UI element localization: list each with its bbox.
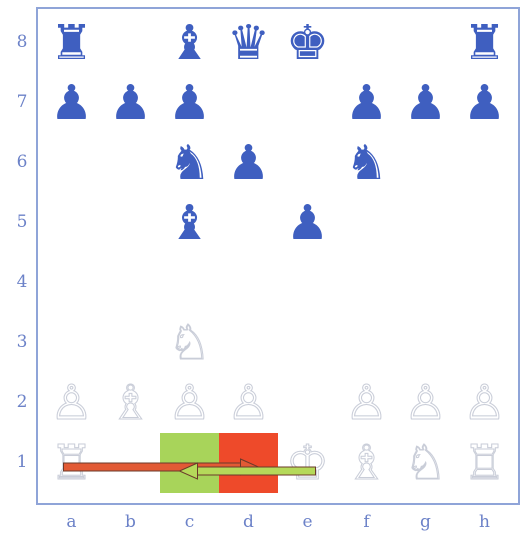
black-pawn-icon[interactable]: ♟ (160, 73, 219, 133)
file-label-g: g (396, 512, 455, 532)
white-pawn-icon[interactable]: ♙ (337, 373, 396, 433)
rank-label-6: 6 (12, 152, 32, 172)
rank-label-1: 1 (12, 452, 32, 472)
white-knight-icon[interactable]: ♘ (160, 313, 219, 373)
white-bishop-icon[interactable]: ♗ (337, 433, 396, 493)
black-rook-icon[interactable]: ♜ (42, 13, 101, 73)
black-bishop-icon[interactable]: ♝ (160, 193, 219, 253)
black-rook-icon[interactable]: ♜ (455, 13, 514, 73)
black-pawn-icon[interactable]: ♟ (396, 73, 455, 133)
black-bishop-icon[interactable]: ♝ (160, 13, 219, 73)
file-label-c: c (160, 512, 219, 532)
black-king-icon[interactable]: ♚ (278, 13, 337, 73)
rank-label-8: 8 (12, 32, 32, 52)
file-label-f: f (337, 512, 396, 532)
white-pawn-icon[interactable]: ♙ (42, 373, 101, 433)
white-pawn-icon[interactable]: ♙ (455, 373, 514, 433)
black-queen-icon[interactable]: ♛ (219, 13, 278, 73)
rank-label-3: 3 (12, 332, 32, 352)
black-knight-icon[interactable]: ♞ (337, 133, 396, 193)
white-rook-icon[interactable]: ♖ (455, 433, 514, 493)
white-pawn-icon[interactable]: ♙ (160, 373, 219, 433)
chess-board[interactable]: ♜♝♛♚♜♟♟♟♟♟♟♞♟♞♝♟♘♙♗♙♙♙♙♙♖♔♗♘♖ (42, 13, 514, 499)
black-pawn-icon[interactable]: ♟ (101, 73, 160, 133)
white-pawn-icon[interactable]: ♙ (219, 373, 278, 433)
black-knight-icon[interactable]: ♞ (160, 133, 219, 193)
rank-label-5: 5 (12, 212, 32, 232)
file-label-a: a (42, 512, 101, 532)
white-king-icon[interactable]: ♔ (278, 433, 337, 493)
black-pawn-icon[interactable]: ♟ (455, 73, 514, 133)
rank-label-2: 2 (12, 392, 32, 412)
white-rook-icon[interactable]: ♖ (42, 433, 101, 493)
file-label-b: b (101, 512, 160, 532)
white-pawn-icon[interactable]: ♙ (396, 373, 455, 433)
rank-label-4: 4 (12, 272, 32, 292)
highlight-square-d1[interactable] (219, 433, 278, 493)
black-pawn-icon[interactable]: ♟ (337, 73, 396, 133)
black-pawn-icon[interactable]: ♟ (42, 73, 101, 133)
highlight-square-c1[interactable] (160, 433, 219, 493)
file-label-h: h (455, 512, 514, 532)
black-pawn-icon[interactable]: ♟ (278, 193, 337, 253)
black-pawn-icon[interactable]: ♟ (219, 133, 278, 193)
file-label-e: e (278, 512, 337, 532)
file-label-d: d (219, 512, 278, 532)
white-knight-icon[interactable]: ♘ (396, 433, 455, 493)
white-bishop-icon[interactable]: ♗ (101, 373, 160, 433)
rank-label-7: 7 (12, 92, 32, 112)
